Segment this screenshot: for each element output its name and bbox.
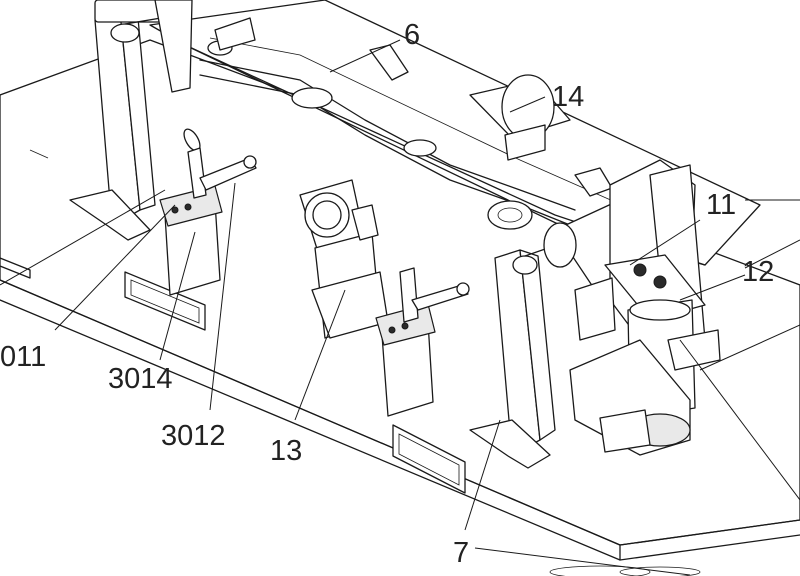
- reference-labels: 6 14 11 12 011 3014 3012 13 7: [0, 19, 774, 569]
- left-upright-support: [69, 0, 193, 241]
- label-6: 6: [404, 19, 420, 51]
- center-support-part-13: [299, 179, 389, 339]
- left-toggle-clamp: [159, 128, 257, 296]
- label-3011: 011: [0, 341, 46, 373]
- label-14: 14: [552, 81, 584, 113]
- label-3014: 3014: [108, 363, 173, 395]
- middle-toggle-clamp: [375, 267, 470, 417]
- cylinder-part-14: [469, 74, 571, 161]
- leader-lines: [0, 39, 800, 576]
- label-3012: 3012: [161, 420, 226, 452]
- right-upright-support: [469, 229, 601, 469]
- base-slot-right: [392, 424, 466, 494]
- label-12: 12: [742, 256, 774, 288]
- label-13: 13: [270, 435, 302, 467]
- label-7: 7: [453, 537, 469, 569]
- label-11: 11: [706, 189, 736, 221]
